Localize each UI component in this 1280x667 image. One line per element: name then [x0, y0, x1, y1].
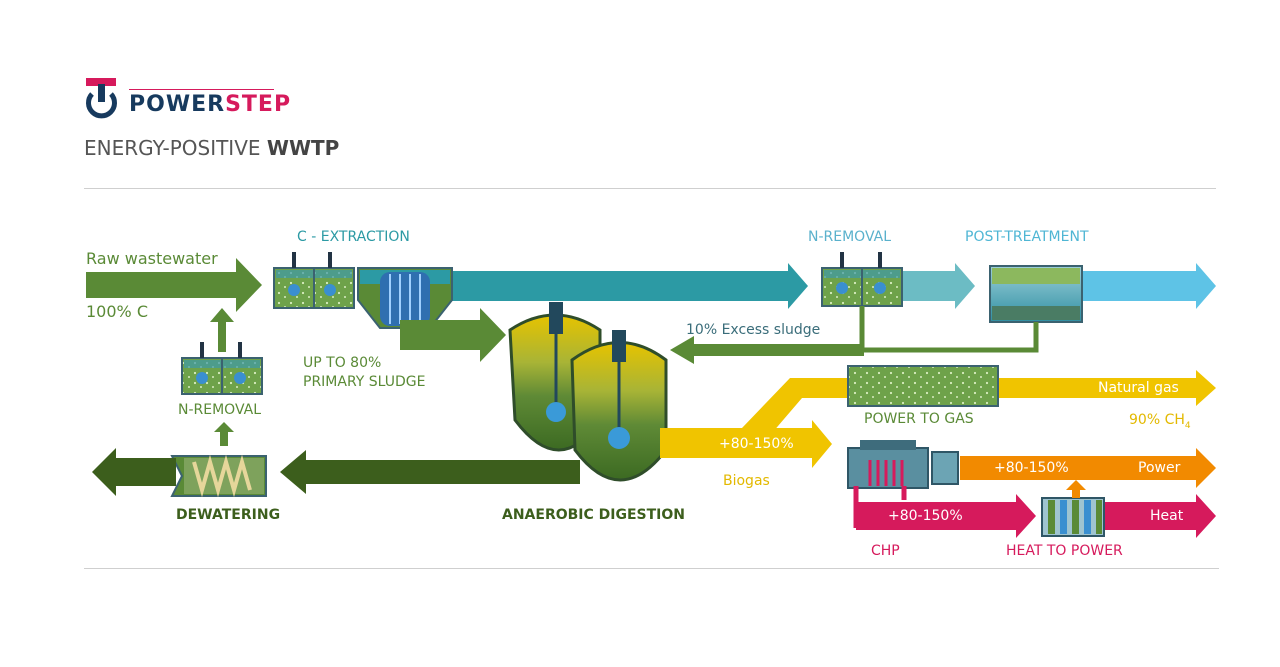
biogas-label: Biogas [723, 473, 770, 489]
n-removal-top-tank [821, 252, 903, 307]
power-label: Power [1138, 460, 1181, 476]
brand-name-part1: POWER [129, 92, 226, 117]
power-to-gas-label: POWER TO GAS [864, 411, 974, 427]
primary-sludge-label-line1: UP TO 80% [303, 355, 382, 371]
primary-sludge-label-line2: PRIMARY SLUDGE [303, 374, 426, 390]
main-effluent-arrow [452, 263, 808, 309]
excess-sludge-line [859, 306, 1039, 353]
c-extraction-label: C - EXTRACTION [297, 229, 410, 245]
ch4-subscript: 4 [1184, 420, 1191, 431]
final-effluent-arrow [1080, 263, 1216, 309]
biogas-gain-label: +80-150% [719, 436, 794, 452]
brand-underline [129, 89, 274, 90]
anaerobic-digestion-label: ANAEROBIC DIGESTION [502, 507, 686, 523]
heat-to-power-up-arrow [1066, 480, 1086, 498]
nremoval-return-arrow [210, 308, 234, 352]
nremoval-effluent-arrow [900, 263, 975, 309]
drum-filter [357, 267, 453, 329]
digestate-arrow [280, 450, 580, 494]
heat-label: Heat [1150, 508, 1184, 524]
bottom-divider [84, 568, 1219, 569]
ch4-percent: 90% CH [1129, 412, 1185, 428]
dewatering-label: DEWATERING [176, 507, 281, 523]
excess-sludge-arrow [670, 336, 864, 364]
post-treatment-tank [989, 265, 1083, 323]
dewatering-unit [170, 454, 267, 498]
cake-arrow [92, 448, 176, 496]
brand-name: POWERSTEP [129, 92, 291, 117]
n-removal-top-label: N-REMOVAL [808, 229, 892, 245]
chp-label: CHP [871, 543, 900, 559]
ch4-label: 90% CH4 [1129, 412, 1191, 431]
page-title-part2: WWTP [266, 136, 340, 160]
c-extraction-tank [273, 252, 355, 309]
natural-gas-label: Natural gas [1098, 380, 1179, 396]
chp-engine [847, 440, 959, 489]
brand-name-part2: STEP [225, 92, 292, 117]
heat-out-arrow [1100, 494, 1216, 538]
page-title: ENERGY-POSITIVE WWTP [84, 136, 339, 160]
reject-water-arrow [214, 422, 234, 446]
raw-wastewater-arrow [86, 258, 262, 312]
n-removal-left-label: N-REMOVAL [178, 402, 262, 418]
heat-arrow [856, 494, 1036, 538]
heat-to-power-label: HEAT TO POWER [1006, 543, 1123, 559]
logo [84, 78, 124, 126]
raw-wastewater-label: Raw wastewater [86, 249, 218, 268]
digester-2 [570, 330, 668, 482]
carbon-percent-label: 100% C [86, 302, 148, 321]
n-removal-left-tank [181, 342, 263, 395]
power-arrow [960, 448, 1216, 488]
excess-sludge-label: 10% Excess sludge [686, 322, 821, 338]
power-to-gas-reactor [847, 365, 999, 407]
biogas-arrow [660, 420, 832, 468]
heat-to-power-unit [1041, 497, 1105, 537]
power-gain-label: +80-150% [994, 460, 1069, 476]
power-button-icon [86, 78, 117, 119]
post-treatment-label: POST-TREATMENT [965, 229, 1089, 245]
heat-gain-label: +80-150% [888, 508, 963, 524]
page-title-part1: ENERGY-POSITIVE [84, 136, 267, 160]
top-divider [84, 188, 1216, 189]
primary-sludge-arrow [400, 308, 506, 362]
